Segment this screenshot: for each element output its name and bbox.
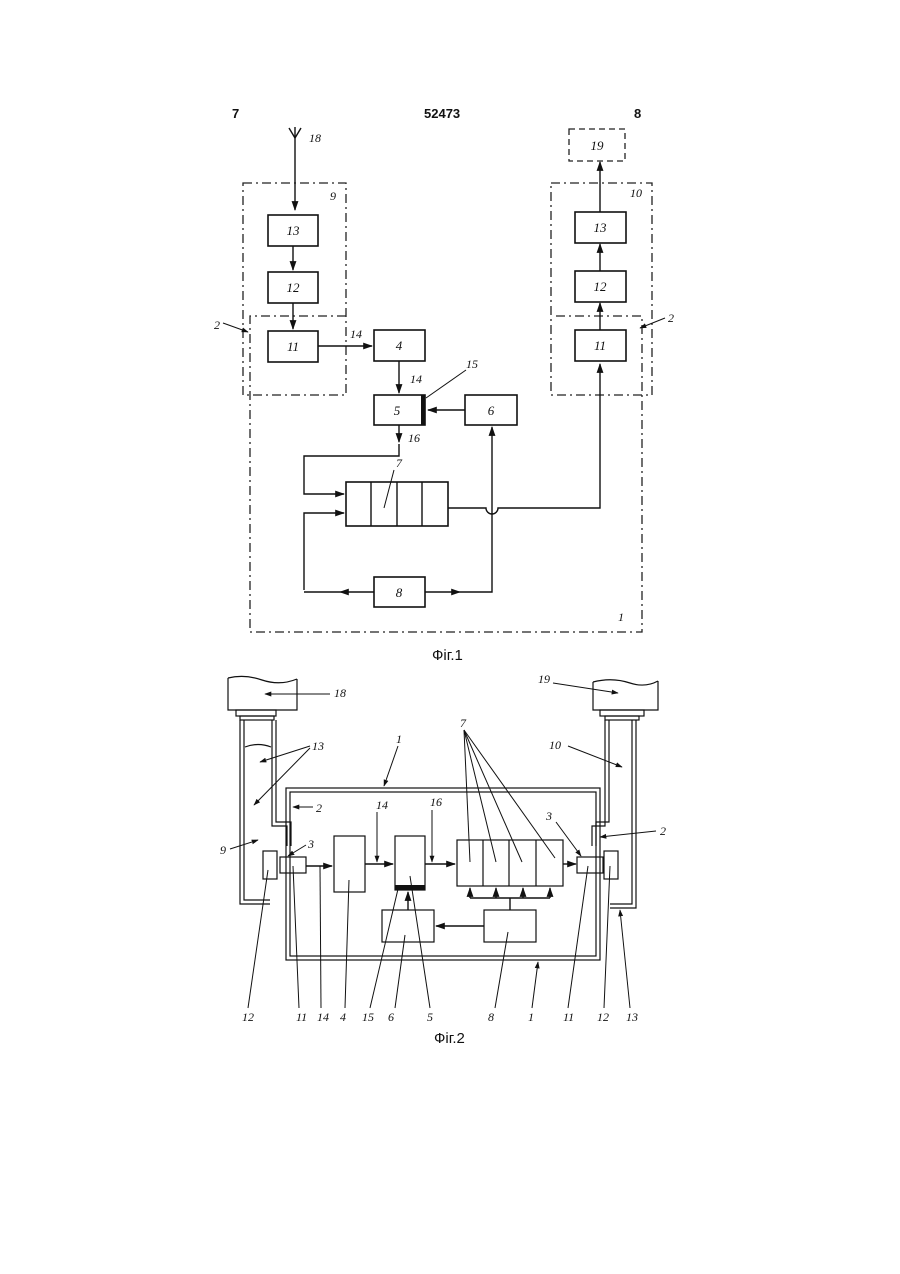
label-side-right-2: 2	[668, 311, 674, 325]
figure-2-caption: Фіг.2	[434, 1030, 465, 1047]
fixture-18	[228, 676, 297, 720]
label-2-left: 2	[316, 801, 322, 815]
fixture-19	[593, 680, 658, 720]
block-11-right	[577, 857, 603, 873]
label-1-top: 1	[396, 732, 402, 746]
block-4-label: 4	[396, 338, 403, 353]
label-11-left: 11	[296, 1010, 307, 1024]
block-11-input-label: 11	[287, 339, 299, 354]
figure-1: 18 9 10 1 2 2 13 12 11 14 4 14	[214, 127, 674, 664]
label-9: 9	[220, 843, 226, 857]
label-6-bottom: 6	[388, 1010, 394, 1024]
block-12-right	[604, 851, 618, 879]
label-group-9: 9	[330, 189, 336, 203]
block-8-label: 8	[396, 585, 403, 600]
left-page-number: 7	[232, 106, 239, 121]
label-11-right: 11	[563, 1010, 574, 1024]
block-8-fig2	[484, 910, 536, 942]
label-3-right: 3	[545, 809, 552, 823]
label-8-bottom: 8	[488, 1010, 494, 1024]
label-link-14b: 14	[410, 372, 422, 386]
label-16-top: 16	[430, 795, 442, 809]
left-tube	[240, 720, 291, 904]
label-3-left: 3	[307, 837, 314, 851]
block-11-output-label: 11	[594, 338, 606, 353]
page-header: 7 52473 8	[232, 106, 641, 121]
label-14-top: 14	[376, 798, 388, 812]
label-1-bottom: 1	[528, 1010, 534, 1024]
label-link-15: 15	[466, 357, 478, 371]
label-5-bottom: 5	[427, 1010, 433, 1024]
label-memory-7: 7	[396, 456, 403, 470]
block-5-fig2	[395, 836, 425, 890]
block-7-register	[346, 482, 448, 526]
figure-2: 18 19	[220, 672, 666, 1047]
block-5-terminal	[421, 395, 425, 425]
figure-1-caption: Фіг.1	[432, 647, 463, 664]
label-15-bottom: 15	[362, 1010, 374, 1024]
block-5-label: 5	[394, 403, 401, 418]
label-antenna: 18	[309, 131, 321, 145]
label-13-right: 13	[626, 1010, 638, 1024]
right-tube	[592, 720, 636, 908]
label-link-16: 16	[408, 431, 420, 445]
label-4-bottom: 4	[340, 1010, 346, 1024]
label-10: 10	[549, 738, 561, 752]
label-12-left: 12	[242, 1010, 254, 1024]
label-12-right: 12	[597, 1010, 609, 1024]
label-18: 18	[334, 686, 346, 700]
block-12-input-label: 12	[287, 280, 301, 295]
label-7: 7	[460, 716, 467, 730]
block-12-output-label: 12	[594, 279, 608, 294]
label-group-10: 10	[630, 186, 642, 200]
label-link-14a: 14	[350, 327, 362, 341]
housing-1-outer	[286, 788, 600, 960]
label-13-top: 13	[312, 739, 324, 753]
patent-number: 52473	[424, 106, 460, 121]
block-12-left	[263, 851, 277, 879]
right-page-number: 8	[634, 106, 641, 121]
block-4-fig2	[334, 836, 365, 892]
block-13-output-label: 13	[594, 220, 608, 235]
label-14-bottom: 14	[317, 1010, 329, 1024]
main-frame-1	[250, 316, 642, 632]
label-2-right: 2	[660, 824, 666, 838]
label-19: 19	[538, 672, 550, 686]
block-6-label: 6	[488, 403, 495, 418]
block-5-terminal-fig2	[395, 885, 425, 890]
label-side-left-2: 2	[214, 318, 220, 332]
block-19-label: 19	[591, 138, 605, 153]
block-13-input-label: 13	[287, 223, 301, 238]
antenna-icon	[289, 127, 301, 210]
label-outer-1: 1	[618, 610, 624, 624]
